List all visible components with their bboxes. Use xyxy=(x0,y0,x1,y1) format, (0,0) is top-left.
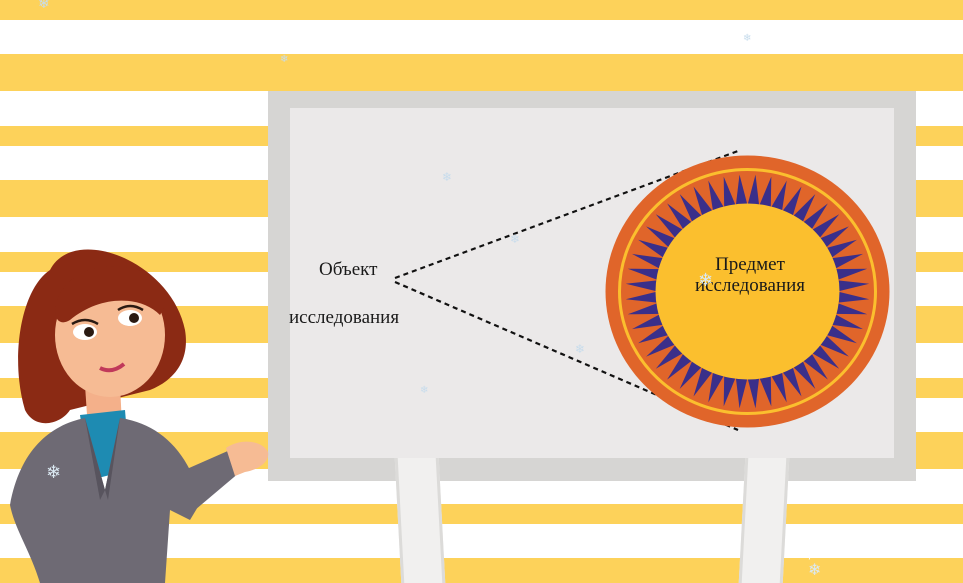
subject-label-line2: исследования xyxy=(694,275,806,296)
medal-ray xyxy=(655,344,684,369)
medal-ray xyxy=(679,194,703,223)
snowflake-icon: ❄ xyxy=(46,462,62,483)
medal-rays xyxy=(625,174,870,409)
medal-ray xyxy=(693,186,714,217)
medal-ray xyxy=(632,253,665,270)
medal-ray xyxy=(830,253,863,270)
medal-ray xyxy=(625,280,659,292)
medal-ray xyxy=(825,324,857,344)
snowflake-icon: ❄ xyxy=(420,385,429,396)
medal-ray xyxy=(770,180,787,212)
medal-ray xyxy=(638,239,670,259)
medal-ray xyxy=(735,174,748,206)
medal-ray xyxy=(802,203,828,231)
subject-label-line1: Предмет xyxy=(715,254,785,275)
snowflake-icon: ❄ xyxy=(575,342,586,356)
medal-ray xyxy=(792,360,816,389)
medal-ray xyxy=(811,344,840,369)
medal-ray xyxy=(759,176,772,208)
watermark: Kurpech51.com xyxy=(792,548,870,560)
snowflake-icon: ❄ xyxy=(38,0,50,12)
medal-ray xyxy=(818,226,849,249)
medal-ray xyxy=(818,334,849,357)
medal-ray xyxy=(638,324,670,344)
snowflake-icon: ❄ xyxy=(280,54,289,65)
medal-ray xyxy=(811,214,840,239)
medal-ray xyxy=(834,302,868,315)
medal-ray xyxy=(802,352,828,380)
medal-ray xyxy=(723,375,736,407)
teacher-illustration xyxy=(10,249,269,583)
medal-ray xyxy=(667,203,693,231)
medal-illustration xyxy=(605,155,890,428)
medal-ray xyxy=(679,360,703,389)
snowflake-icon: ❄ xyxy=(510,232,521,246)
medal-ray xyxy=(747,377,760,409)
medal-ray xyxy=(708,180,725,212)
medal-ray xyxy=(693,366,714,397)
medal-ray xyxy=(655,214,684,239)
medal-ray xyxy=(646,334,677,357)
snowflake-icon: ❄ xyxy=(808,560,822,579)
snowflake-icon: ❄ xyxy=(442,170,453,184)
medal-ray xyxy=(770,371,787,403)
snowflake-icon: ❄ xyxy=(743,33,752,44)
medal-ray xyxy=(759,375,772,407)
medal-ray xyxy=(632,313,665,330)
object-label-line1: Объект xyxy=(319,259,378,280)
board-leg-right xyxy=(738,458,790,583)
medal-ray xyxy=(627,268,661,281)
medal-ray xyxy=(792,194,816,223)
medal-ray xyxy=(667,352,693,380)
medal-ray xyxy=(708,371,725,403)
medal-ray xyxy=(627,302,661,315)
snowflake-icon: ❄ xyxy=(698,270,714,291)
medal-ray xyxy=(747,174,760,206)
medal-ray xyxy=(836,291,870,303)
medal-ray xyxy=(834,268,868,281)
medal-ray xyxy=(781,186,802,217)
medal-ray xyxy=(830,313,863,330)
object-label-line2: исследования xyxy=(289,307,400,328)
subject-label: Предмет исследования xyxy=(660,254,840,296)
medal-ray xyxy=(836,280,870,292)
medal-ray xyxy=(646,226,677,249)
medal-ray xyxy=(723,176,736,208)
medal-ray xyxy=(735,377,748,409)
medal-ray xyxy=(825,239,857,259)
medal-ray xyxy=(781,366,802,397)
board-leg-left xyxy=(394,458,446,583)
medal-ray xyxy=(625,291,659,303)
